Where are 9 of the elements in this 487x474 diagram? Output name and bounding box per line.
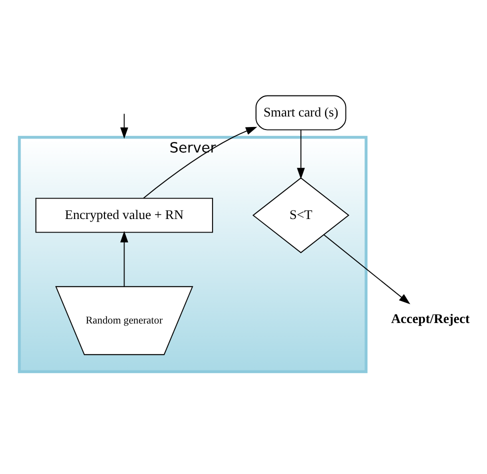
arrow xyxy=(143,126,258,198)
node-diamond: S<Ƭ xyxy=(252,176,350,253)
arrow xyxy=(323,234,410,304)
node-box: Encrypted value + RN xyxy=(35,197,214,232)
arrow xyxy=(120,230,128,286)
node-box: Smart card (s) xyxy=(256,94,346,130)
arrow xyxy=(120,112,128,138)
node-text: Accept/Reject xyxy=(391,310,470,326)
arrow xyxy=(296,128,305,179)
